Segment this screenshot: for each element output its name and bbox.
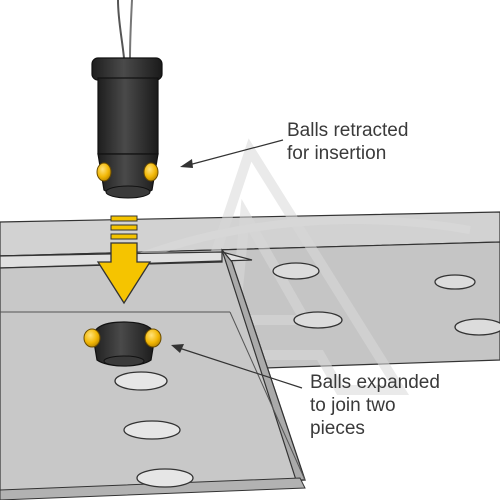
hole (272, 262, 320, 280)
clamp-expanded (83, 321, 162, 367)
hole (114, 371, 168, 391)
label-line: Balls retracted (287, 120, 409, 141)
label-line: for insertion (287, 143, 387, 164)
rear-table-holes (272, 262, 500, 336)
hole (434, 274, 476, 290)
retracted-ball (96, 162, 112, 182)
hole (123, 420, 181, 440)
expanded-ball (144, 328, 162, 348)
clamp-tip-face (105, 185, 151, 199)
leader-expanded (171, 344, 303, 389)
arrow-stripe (110, 233, 138, 240)
clamp-collar (91, 57, 163, 81)
label-line: to join two (310, 395, 396, 416)
leader-retracted (180, 139, 284, 168)
clamp-tip-face (103, 355, 145, 367)
clamp-retracted (91, 0, 163, 199)
clamp-body (97, 77, 159, 155)
arrow-head (96, 242, 152, 305)
arrow-stripe (110, 224, 138, 231)
clamp-cable (117, 0, 125, 59)
retracted-ball (143, 162, 159, 182)
arrow-stripe (110, 215, 138, 222)
label-balls-retracted: Balls retracted for insertion (287, 119, 408, 165)
insertion-arrow (96, 215, 152, 305)
front-table-holes (114, 371, 194, 488)
label-line: Balls expanded (310, 372, 440, 393)
expanded-ball (83, 328, 101, 348)
label-line: pieces (310, 418, 365, 439)
hole (454, 318, 500, 336)
label-balls-expanded: Balls expanded to join two pieces (310, 371, 440, 440)
hole (293, 311, 343, 329)
hole (136, 468, 194, 488)
clamp-cable (129, 0, 133, 59)
